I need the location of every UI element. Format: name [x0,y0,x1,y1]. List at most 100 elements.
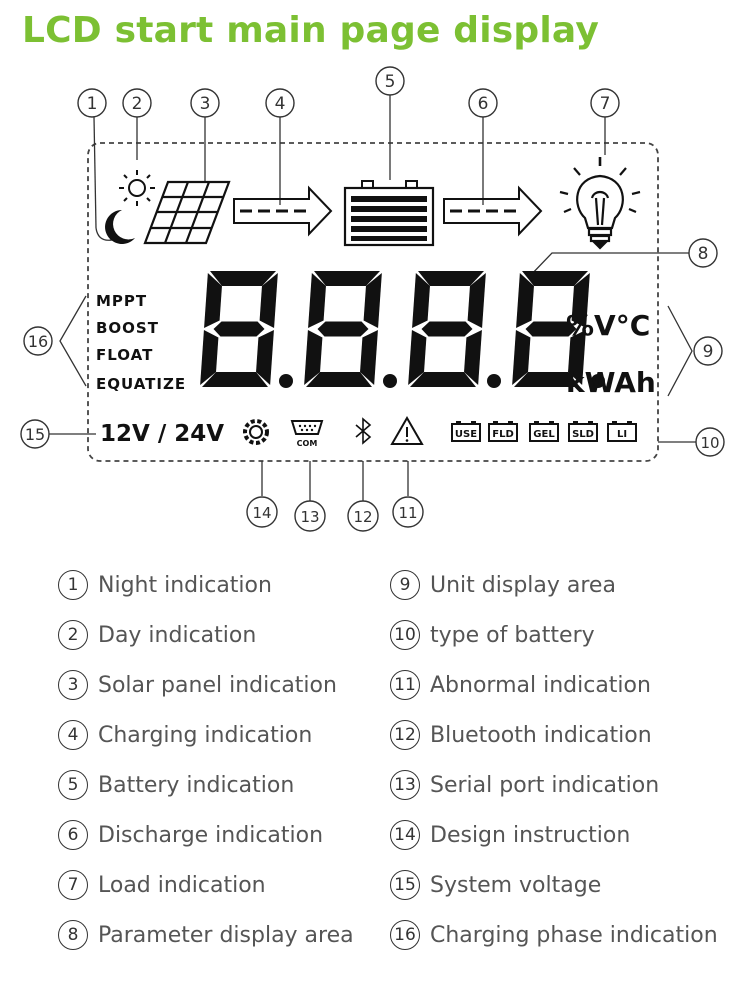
battery-type-use-label: USE [455,429,477,440]
phase-mppt: MPPT [96,292,147,310]
callout-2: 2 [122,88,152,118]
unit-bottom: kWAh [566,366,656,399]
digit-dot [279,374,293,388]
serial-port-icon: COM [290,420,324,448]
callout-15-label: 15 [25,425,45,444]
legend-num: 15 [390,870,420,900]
discharge-arrow-icon [443,185,543,237]
legend-label: Design instruction [430,822,631,848]
phase-float: FLOAT [96,346,153,364]
battery-type-li-label: LI [617,429,627,440]
phase-equatize: EQUATIZE [96,375,186,393]
callout-14: 14 [246,496,278,528]
solar-panel-icon [143,180,231,245]
segment-f [516,273,534,328]
legend-num: 6 [58,820,88,850]
callout-6-label: 6 [478,94,489,114]
legend-item-13: 13 Serial port indication [390,770,659,800]
legend-label: Night indication [98,572,272,598]
battery-type-li: LI [607,421,637,442]
warning-icon [390,415,424,445]
callout-2-label: 2 [132,94,143,114]
legend-item-2: 2 Day indication [58,620,256,650]
digit-dot [487,374,501,388]
segment-c [256,330,274,385]
segment-g [317,321,369,337]
callout-15: 15 [20,419,50,449]
callout-7: 7 [590,88,620,118]
callout-8: 8 [688,238,718,268]
segment-b [363,273,382,328]
parameter-digits [200,271,605,388]
callout-3: 3 [190,88,220,118]
callout-12: 12 [347,500,379,532]
callout-11: 11 [392,496,424,528]
system-voltage: 12V / 24V [100,421,224,447]
sun-icon [119,170,155,206]
legend-num: 2 [58,620,88,650]
segment-d [202,372,268,387]
legend-label: Load indication [98,872,266,898]
digit-0 [200,271,278,387]
legend-num: 8 [58,920,88,950]
segment-e [200,330,219,385]
legend-num: 12 [390,720,420,750]
legend-label: Charging phase indication [430,922,718,948]
segment-a [210,271,276,286]
segment-b [467,273,486,328]
segment-c [464,330,482,385]
segment-a [418,271,484,286]
callout-13-label: 13 [300,508,319,526]
legend-num: 13 [390,770,420,800]
segment-f [308,273,326,328]
legend-label: type of battery [430,622,595,648]
legend-num: 14 [390,820,420,850]
segment-d [514,372,580,387]
bluetooth-icon [355,417,372,445]
callout-9: 9 [693,336,723,366]
charging-arrow-icon [233,185,333,237]
callout-14-label: 14 [252,504,271,522]
battery-type-gel: GEL [529,421,559,442]
callout-4-label: 4 [275,94,286,114]
light-bulb-icon [559,157,641,250]
legend-label: Day indication [98,622,257,648]
legend-label: Bluetooth indication [430,722,652,748]
segment-d [306,372,372,387]
callout-10: 10 [695,427,725,457]
legend-label: Abnormal indication [430,672,651,698]
legend-label: Battery indication [98,772,295,798]
segment-a [522,271,588,286]
callout-3-label: 3 [200,94,211,114]
segment-f [204,273,222,328]
legend-label: Solar panel indication [98,672,337,698]
callout-9-label: 9 [703,342,714,362]
segment-c [568,330,586,385]
legend-label: Serial port indication [430,772,660,798]
segment-e [512,330,531,385]
unit-top: %V°C [566,309,650,342]
callout-8-label: 8 [698,244,709,264]
battery-icon [343,180,435,247]
callout-5-label: 5 [385,72,396,92]
digit-3 [512,271,590,387]
callout-1-label: 1 [87,94,98,114]
battery-type-sld-label: SLD [572,429,594,440]
callout-16-label: 16 [28,332,48,351]
callout-12-label: 12 [353,508,372,526]
lcd-diagram: 1 2 3 4 5 6 7 [20,66,725,532]
battery-type-sld: SLD [568,421,598,442]
callout-10-label: 10 [700,434,719,452]
digit-1 [304,271,382,387]
legend-label: Charging indication [98,722,313,748]
digit-dot [383,374,397,388]
